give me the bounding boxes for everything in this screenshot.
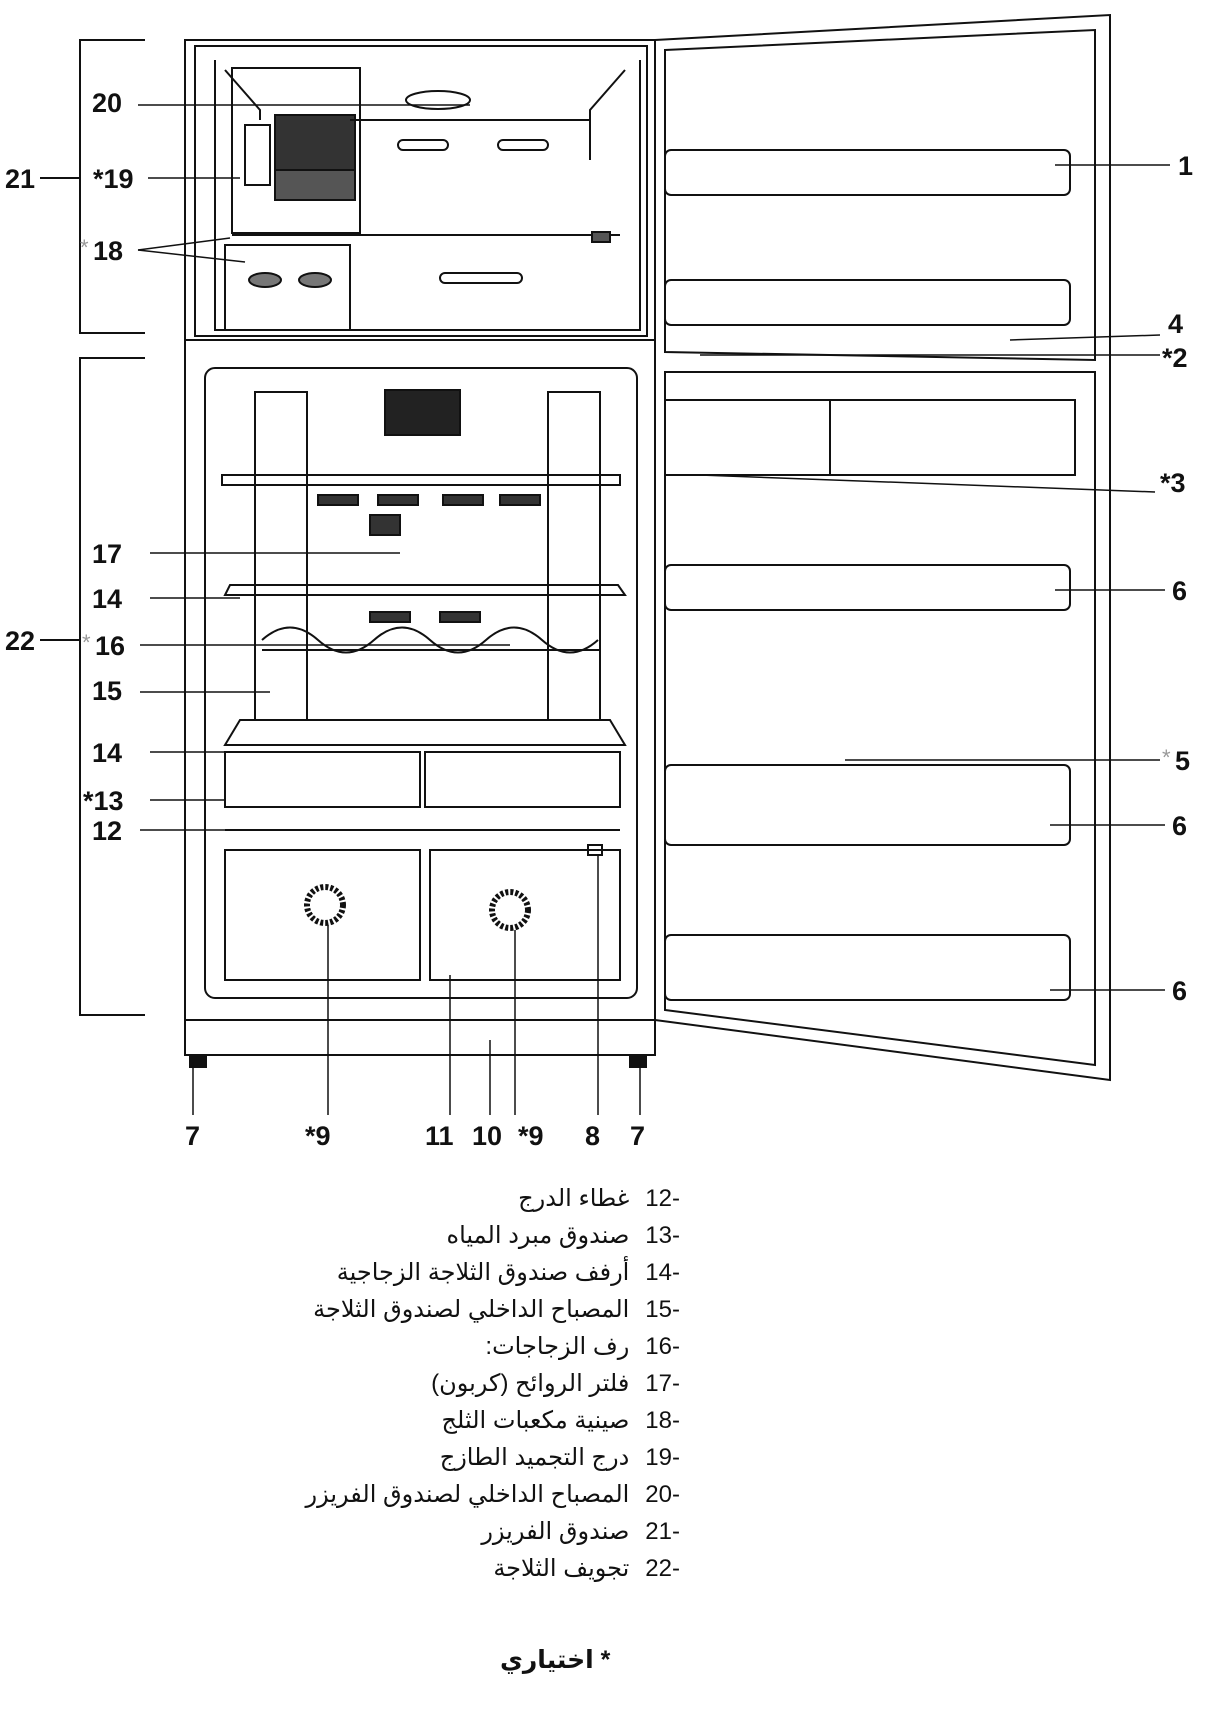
callout-3: *3 (1160, 468, 1186, 498)
legend-item-text: صندوق مبرد المياه (447, 1222, 630, 1249)
legend-item-number: -19 (636, 1439, 680, 1476)
legend-item-text: درج التجميد الطازج (440, 1444, 630, 1471)
legend-item: -12 غطاء الدرج (0, 1180, 680, 1217)
callout-16: 16 (95, 631, 125, 661)
legend-item: -19 درج التجميد الطازج (0, 1439, 680, 1476)
callout-2: *2 (1162, 343, 1188, 373)
callout-8: 8 (585, 1121, 600, 1151)
callout-9b: *9 (518, 1121, 544, 1151)
callout-7b: 7 (630, 1121, 645, 1151)
callout-5: 5 (1175, 746, 1190, 776)
legend-item-text: المصباح الداخلي لصندوق الفريزر (306, 1481, 630, 1508)
legend-item-text: المصباح الداخلي لصندوق الثلاجة (313, 1296, 629, 1323)
callout-21: 21 (5, 164, 35, 194)
freezer-interior (215, 60, 640, 330)
footnote-optional: * اختياري (500, 1645, 610, 1675)
callout-12: 12 (92, 816, 122, 846)
fridge-door (655, 15, 1110, 1080)
callout-18-star: * (80, 235, 89, 260)
legend-item-number: -18 (636, 1402, 680, 1439)
legend-item-number: -13 (636, 1217, 680, 1254)
callout-15: 15 (92, 676, 122, 706)
legend-item-text: أرفف صندوق الثلاجة الزجاجية (337, 1259, 630, 1286)
callout-6b: 6 (1172, 811, 1187, 841)
legend-item-number: -21 (636, 1513, 680, 1550)
legend-item: -17 فلتر الروائح (كربون) (0, 1365, 680, 1402)
legend-item-text: غطاء الدرج (518, 1185, 629, 1212)
fridge-interior (222, 390, 625, 980)
legend-item: -16 رف الزجاجات: (0, 1328, 680, 1365)
legend-item-text: صينية مكعبات الثلج (442, 1407, 630, 1434)
legend-item-number: -17 (636, 1365, 680, 1402)
callout-14a: 14 (92, 584, 122, 614)
callout-22: 22 (5, 626, 35, 656)
callout-10: 10 (472, 1121, 502, 1151)
callout-13: *13 (83, 786, 124, 816)
legend-item-number: -22 (636, 1550, 680, 1587)
callout-11: 11 (425, 1121, 454, 1151)
legend-item-text: صندوق الفريزر (481, 1518, 629, 1545)
callout-17: 17 (92, 539, 122, 569)
legend-item: -13 صندوق مبرد المياه (0, 1217, 680, 1254)
legend-item-text: تجويف الثلاجة (493, 1555, 629, 1582)
legend-item-number: -20 (636, 1476, 680, 1513)
legend-item: -22 تجويف الثلاجة (0, 1550, 680, 1587)
legend-item: -21 صندوق الفريزر (0, 1513, 680, 1550)
legend-item-text: فلتر الروائح (كربون) (431, 1370, 629, 1397)
callout-4: 4 (1168, 309, 1183, 339)
legend-item: -18 صينية مكعبات الثلج (0, 1402, 680, 1439)
callout-20: 20 (92, 88, 122, 118)
legend-item: -15 المصباح الداخلي لصندوق الثلاجة (0, 1291, 680, 1328)
legend-right-list: -12 غطاء الدرج-13 صندوق مبرد المياه-14 أ… (0, 1180, 680, 1587)
callout-1: 1 (1178, 151, 1193, 181)
callout-19: *19 (93, 164, 134, 194)
callout-16-star: * (82, 630, 91, 655)
callout-6c: 6 (1172, 976, 1187, 1006)
legend-item: -14 أرفف صندوق الثلاجة الزجاجية (0, 1254, 680, 1291)
callout-14b: 14 (92, 738, 122, 768)
legend-item-number: -14 (636, 1254, 680, 1291)
callout-18: 18 (93, 236, 123, 266)
callout-5-star: * (1162, 745, 1171, 770)
legend-item-text: رف الزجاجات: (485, 1333, 629, 1360)
legend-item-number: -12 (636, 1180, 680, 1217)
callout-7a: 7 (185, 1121, 200, 1151)
refrigerator-diagram: 20 21 *19 * 18 17 14 22 * 16 15 14 *13 1… (0, 0, 1220, 1180)
callout-9a: *9 (305, 1121, 331, 1151)
callout-6a: 6 (1172, 576, 1187, 606)
legend-item-number: -15 (636, 1291, 680, 1328)
legend-item-number: -16 (636, 1328, 680, 1365)
legend-item: -20 المصباح الداخلي لصندوق الفريزر (0, 1476, 680, 1513)
